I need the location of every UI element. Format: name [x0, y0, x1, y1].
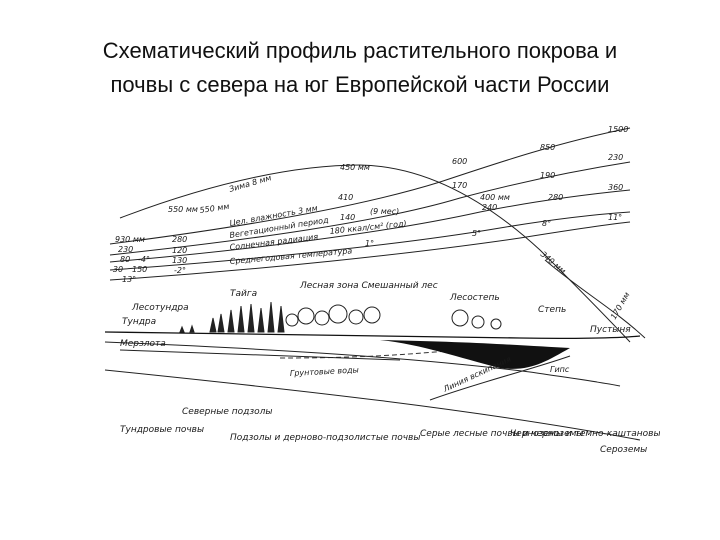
zone-labels: Лесотундра Тундра Тайга Лесная зона Смеш… — [120, 281, 631, 349]
val-center-2: (9 мес) — [370, 207, 399, 216]
curve-3 — [109, 189, 631, 263]
curve-2 — [109, 161, 631, 256]
val-right2-1: 230 — [608, 153, 623, 162]
val-left-5: 150 — [132, 265, 147, 274]
slide-title: Схематический профиль растительного покр… — [20, 34, 700, 102]
profile-diagram-svg: Зима 8 мм 450 мм 550 мм Цел. влажность 3… — [104, 125, 660, 455]
soil-northern: Северные подзолы — [182, 407, 273, 417]
zone-forest-tundra: Лесотундра — [131, 303, 189, 313]
label-evap-right: 340 мм — [539, 250, 568, 276]
soil-dark-wedge — [380, 340, 570, 369]
val-left-3: -30 — [110, 265, 123, 274]
label-evap: 550 мм — [199, 202, 230, 215]
values-right-1: 850 190 280 8° — [540, 143, 563, 228]
curve-4 — [109, 211, 631, 271]
soil-chernozem: Черноземы и темно-каштановые почвы — [510, 429, 660, 439]
soil-serozem: Сероземы — [600, 445, 647, 455]
val-midleft-0: 550 мм — [168, 205, 198, 214]
zone-taiga: Тайга — [230, 289, 257, 299]
val-right1-1: 190 — [540, 171, 555, 180]
soil-labels: Тундровые почвы Северные подзолы Подзолы… — [120, 407, 660, 455]
vegetation — [179, 301, 502, 333]
val-midright-4: 5° — [472, 229, 481, 238]
val-right1-0: 850 — [540, 143, 555, 152]
label-gypsum: Гипс — [550, 365, 570, 374]
label-groundwater: Грунтовые воды — [290, 365, 359, 378]
effervescence-line — [429, 355, 571, 401]
permafrost-line — [119, 349, 401, 361]
zone-mixed-forest: Лесная зона Смешанный лес — [299, 281, 438, 291]
label-snow: Зима 8 мм — [228, 173, 272, 194]
val-left-6: -4° — [138, 255, 150, 264]
soil-podzol: Подзолы и дерново-подзолистые почвы — [230, 433, 420, 443]
zone-desert: Пустыня — [590, 325, 631, 335]
val-midright-3: 240 — [482, 203, 497, 212]
values-right-2: 1500 230 360 11° — [608, 125, 628, 222]
val-center-0: 410 — [338, 193, 353, 202]
values-mid-left: 550 мм 280 120 130 -2° — [168, 205, 198, 275]
title-line-1: Схематический профиль растительного покр… — [102, 38, 618, 63]
profile-diagram: Зима 8 мм 450 мм 550 мм Цел. влажность 3… — [100, 110, 660, 480]
val-midright-1: 170 — [452, 181, 467, 190]
curve-snow-precip — [119, 164, 631, 343]
val-left-0: 930 мм — [115, 235, 145, 244]
val-right1-3: 8° — [542, 219, 551, 228]
val-midleft-4: -2° — [174, 266, 186, 275]
zone-permafrost: Мерзлота — [120, 339, 166, 349]
val-midleft-2: 120 — [172, 246, 187, 255]
ground-surface — [104, 331, 641, 340]
curve-evaporation-right — [544, 259, 646, 339]
val-left-1: 230 — [118, 245, 133, 254]
soil-bottom-line — [104, 369, 641, 441]
curve-1 — [109, 127, 631, 245]
values-center: 410 140 (9 мес) 1° — [338, 193, 399, 248]
val-right2-2: 360 — [608, 183, 623, 192]
val-right1-2: 280 — [548, 193, 563, 202]
soil-grey-forest: Серые лесные почвы и черноземы — [420, 429, 584, 439]
val-right2-0: 1500 — [608, 125, 628, 134]
values-mid-right: 600 170 400 мм 240 5° — [452, 157, 510, 238]
zone-tundra: Тундра — [122, 317, 156, 327]
groundwater-line — [279, 349, 461, 359]
values-left: 930 мм 230 80 -30 13° 150 -4° — [110, 235, 150, 284]
val-left-2: 80 — [120, 255, 130, 264]
curve-5 — [109, 221, 631, 281]
zone-forest-steppe: Лесостепь — [449, 293, 500, 303]
label-precip: 450 мм — [340, 163, 370, 172]
title-line-2: почвы с севера на юг Европейской части Р… — [110, 72, 610, 97]
val-midright-2: 400 мм — [480, 193, 510, 202]
zone-steppe: Степь — [538, 305, 566, 315]
val-right2-3: 11° — [608, 213, 622, 222]
horizon-line-1 — [104, 341, 621, 387]
label-right-curve: 170 мм — [609, 291, 632, 321]
soil-tundra: Тундровые почвы — [120, 425, 204, 435]
val-center-3: 1° — [365, 239, 374, 248]
val-midleft-3: 130 — [172, 256, 187, 265]
val-midright-0: 600 — [452, 157, 467, 166]
val-center-1: 140 — [340, 213, 355, 222]
val-midleft-1: 280 — [172, 235, 187, 244]
val-left-4: 13° — [122, 275, 136, 284]
